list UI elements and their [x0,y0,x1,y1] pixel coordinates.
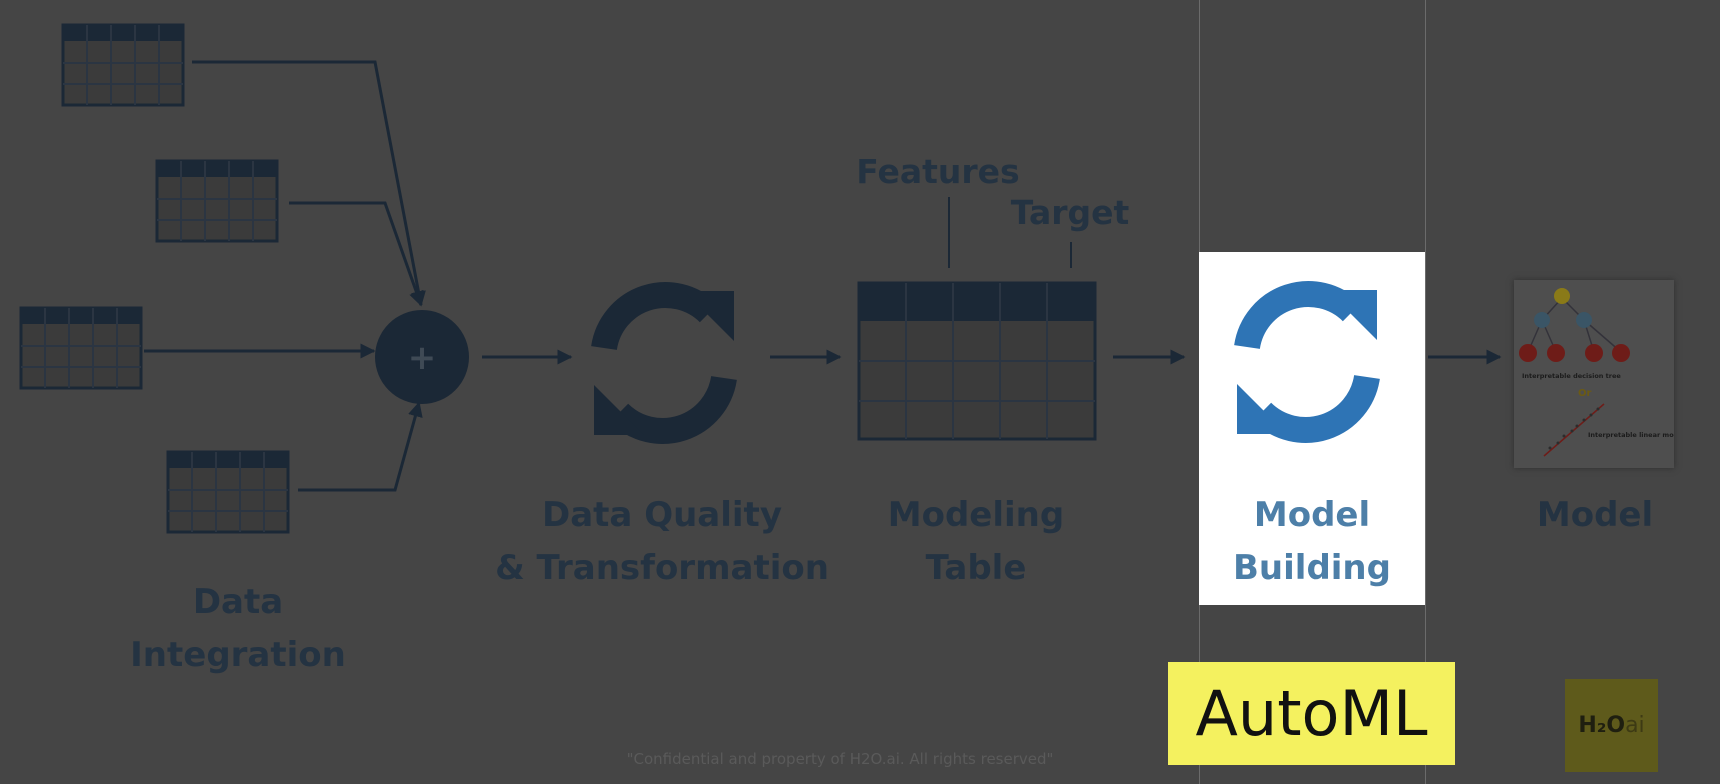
source-table-2 [155,159,279,243]
guide-line-right [1425,0,1426,784]
merge-plus: + [408,338,437,378]
h2o-logo: H₂Oai [1565,679,1658,772]
modeling-table-grid [857,197,1097,441]
merge-connectors [144,60,426,492]
model-building-panel: Model Building [1199,252,1425,605]
model-illustration: Interpretable decision tree Or Interpret… [1519,288,1674,457]
source-table-3 [19,306,143,390]
model-card: Interpretable decision tree Or Interpret… [1514,280,1674,468]
tree-caption: Interpretable decision tree [1522,372,1621,380]
h2o-logo-text: H₂O [1578,713,1626,738]
modeling-table-label: Modeling Table [887,495,1065,588]
linear-caption: Interpretable linear model [1588,431,1674,439]
or-caption: Or [1578,388,1592,399]
target-label: Target [1011,193,1130,232]
confidential-footer: "Confidential and property of H2O.ai. Al… [626,750,1054,768]
refresh-icon-dark [591,282,737,444]
automl-badge: AutoML [1168,662,1455,765]
source-table-1 [61,23,185,107]
model-label: Model [1536,495,1654,535]
data-quality-label: Data Quality & Transformation [495,495,829,588]
merge-node [375,310,469,404]
data-integration-label: Data Integration [130,582,346,675]
h2o-logo-ai: ai [1625,713,1645,738]
refresh-icon-blue [1234,281,1380,443]
model-building-label: Model Building [1233,495,1391,588]
source-table-4 [166,450,290,534]
features-label: Features [856,152,1019,191]
